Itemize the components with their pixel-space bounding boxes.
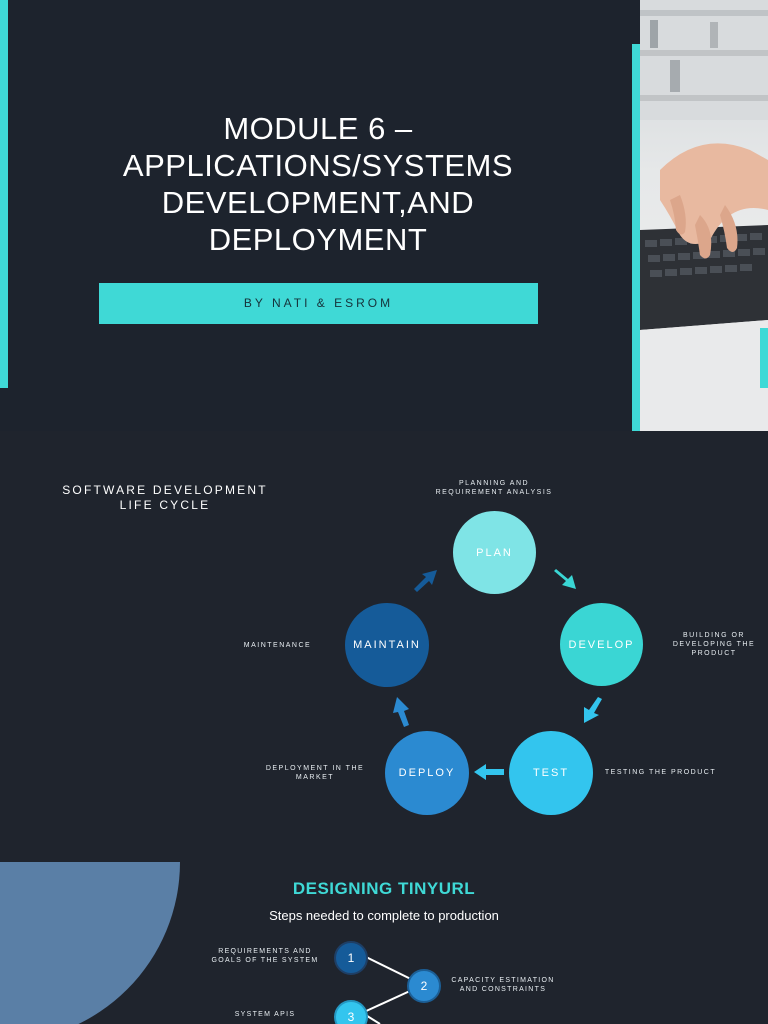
byline-banner: BY NATI & ESROM (99, 283, 538, 324)
step-1-circle: 1 (334, 941, 368, 975)
plan-label: PLAN (476, 546, 513, 559)
step-1-label: REQUIREMENTS AND GOALS OF THE SYSTEM (211, 948, 319, 964)
arrow-test-to-deploy-icon (474, 764, 504, 780)
step-3-label: SYSTEM APIS (234, 1011, 296, 1018)
laptop-photo-icon (640, 0, 768, 431)
sdlc-title: SOFTWARE DEVELOPMENT LIFE CYCLE (62, 483, 268, 512)
maintain-note: MAINTENANCE (243, 642, 312, 649)
step-3-circle: 3 (334, 1000, 368, 1024)
deploy-note: DEPLOYMENT IN THE MARKET (265, 765, 365, 781)
develop-label: DEVELOP (568, 638, 635, 651)
laptop-typing-photo (640, 0, 768, 431)
develop-circle: DEVELOP (560, 603, 643, 686)
photo-side-accent (760, 328, 768, 388)
plan-circle: PLAN (453, 511, 536, 594)
step-connectors (363, 955, 424, 1024)
test-note: TESTING THE PRODUCT (604, 769, 717, 776)
sdlc-slide: SOFTWARE DEVELOPMENT LIFE CYCLE PLANNING… (0, 431, 768, 862)
tinyurl-slide: DESIGNING TINYURL Steps needed to comple… (0, 862, 768, 1024)
test-circle: TEST (509, 731, 593, 815)
step-1-number: 1 (347, 951, 355, 965)
left-accent-bar (0, 0, 8, 388)
arrow-deploy-to-maintain-icon (393, 697, 409, 727)
deploy-label: DEPLOY (398, 767, 456, 779)
test-label: TEST (532, 767, 570, 779)
arrow-develop-to-test-icon (584, 697, 602, 723)
title-slide: MODULE 6 – APPLICATIONS/SYSTEMS DEVELOPM… (0, 0, 768, 431)
plan-note: PLANNING AND REQUIREMENT ANALYSIS (435, 480, 553, 496)
step-2-circle: 2 (407, 969, 441, 1003)
design-subtitle: Steps needed to complete to production (269, 908, 499, 923)
arrow-maintain-to-plan-icon (414, 570, 437, 592)
module-title: MODULE 6 – APPLICATIONS/SYSTEMS DEVELOPM… (122, 111, 514, 257)
design-title: DESIGNING TINYURL (292, 879, 476, 898)
deploy-circle: DEPLOY (385, 731, 469, 815)
arrow-plan-to-develop-icon (554, 569, 576, 589)
step-3-number: 3 (347, 1010, 355, 1024)
step-2-number: 2 (420, 979, 428, 993)
maintain-label: MAINTAIN (353, 639, 421, 651)
photo-accent-bar (632, 44, 640, 431)
develop-note: BUILDING OR DEVELOPING THE PRODUCT (672, 632, 756, 657)
step-2-label: CAPACITY ESTIMATION AND CONSTRAINTS (451, 977, 555, 993)
maintain-circle: MAINTAIN (345, 603, 429, 687)
